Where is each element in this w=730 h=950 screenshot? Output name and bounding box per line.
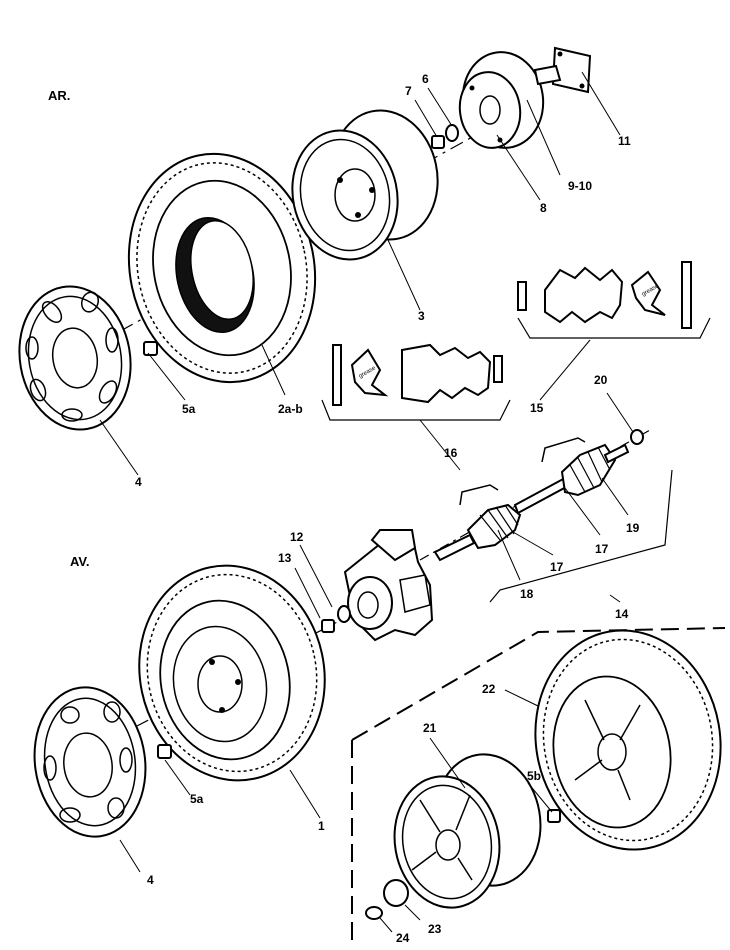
rear-stub-axle bbox=[533, 46, 592, 94]
front-hub-cap bbox=[33, 686, 147, 838]
driveshaft-assembly: 20 19 17 17 18 14 bbox=[419, 373, 673, 621]
label-2a-b: 2a-b bbox=[278, 402, 303, 416]
label-12: 12 bbox=[290, 530, 304, 544]
rear-assembly: AR. bbox=[18, 46, 631, 489]
label-4-rear: 4 bbox=[135, 475, 142, 489]
front-wheel-nut-5a bbox=[157, 744, 172, 759]
label-20: 20 bbox=[594, 373, 608, 387]
label-1: 1 bbox=[318, 819, 325, 833]
section-label-rear: AR. bbox=[48, 88, 70, 103]
label-23: 23 bbox=[428, 922, 442, 936]
label-17-left: 17 bbox=[550, 560, 564, 574]
alloy-wheel-nut-5b bbox=[547, 809, 561, 823]
label-16: 16 bbox=[444, 446, 458, 460]
rear-tyre bbox=[127, 152, 317, 384]
alloy-tyre bbox=[534, 629, 722, 851]
label-22: 22 bbox=[482, 682, 496, 696]
rear-wheel-rim bbox=[291, 109, 439, 261]
label-3: 3 bbox=[418, 309, 425, 323]
label-5b: 5b bbox=[527, 769, 541, 783]
centre-cap-23 bbox=[383, 879, 409, 907]
badge-24 bbox=[365, 906, 383, 920]
front-nut-13 bbox=[321, 619, 335, 633]
label-7: 7 bbox=[405, 84, 412, 98]
front-tyre bbox=[138, 564, 326, 782]
label-5a-front: 5a bbox=[190, 792, 204, 806]
label-11: 11 bbox=[618, 134, 631, 148]
front-washer-12 bbox=[337, 605, 351, 623]
rear-washer-6 bbox=[445, 124, 459, 142]
label-14: 14 bbox=[615, 607, 629, 621]
label-17-right: 17 bbox=[595, 542, 609, 556]
label-6: 6 bbox=[422, 72, 429, 86]
label-15: 15 bbox=[530, 401, 544, 415]
alloy-wheel-option: 21 22 5b 23 24 bbox=[351, 627, 726, 948]
rear-nut-7 bbox=[431, 135, 445, 149]
label-13: 13 bbox=[278, 551, 292, 565]
boot-kit-16: grease 16 bbox=[321, 343, 511, 506]
alloy-rim bbox=[393, 753, 542, 909]
label-24: 24 bbox=[396, 931, 410, 945]
label-8: 8 bbox=[540, 201, 547, 215]
nut-20 bbox=[630, 429, 644, 445]
label-9-10: 9-10 bbox=[568, 179, 592, 193]
boot-kit-15: grease 15 bbox=[517, 261, 711, 463]
label-5a-rear: 5a bbox=[182, 402, 196, 416]
label-4-front: 4 bbox=[147, 873, 154, 887]
rear-brake-drum bbox=[458, 51, 545, 149]
section-label-front: AV. bbox=[70, 554, 90, 569]
label-18: 18 bbox=[520, 587, 534, 601]
label-19: 19 bbox=[626, 521, 640, 535]
label-21: 21 bbox=[423, 721, 437, 735]
rear-hub-cap bbox=[18, 285, 132, 431]
rear-wheel-nut-5a bbox=[143, 341, 158, 356]
front-assembly: AV. bbox=[33, 529, 434, 887]
front-hub-carrier bbox=[343, 529, 434, 642]
